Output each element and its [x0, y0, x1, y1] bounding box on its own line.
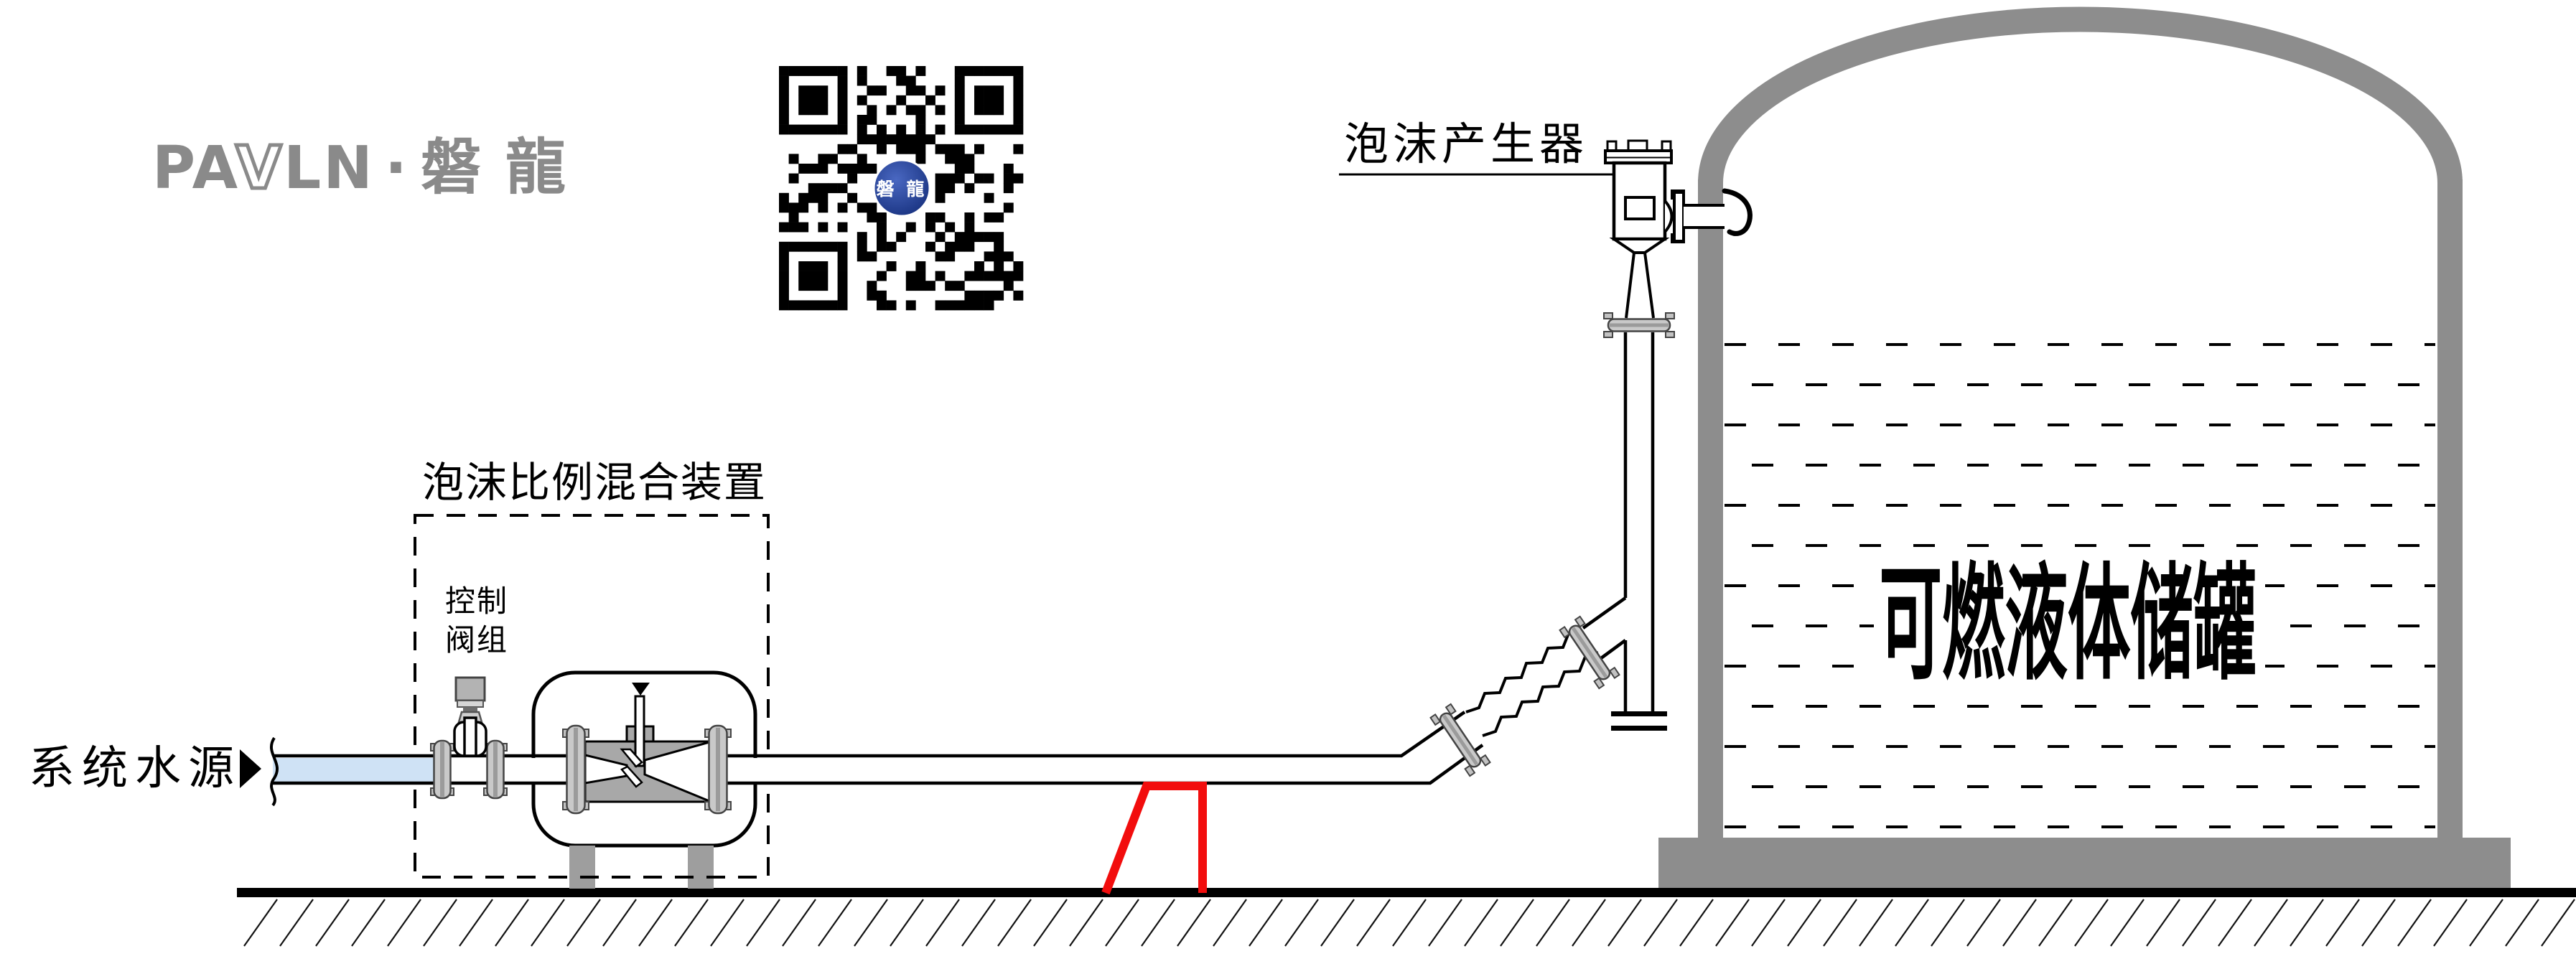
generator-outlet-head [1663, 200, 1674, 233]
ground-hatch [243, 899, 2575, 947]
generator-cap-knob [1627, 139, 1648, 152]
qr-modules [779, 66, 1024, 311]
tank-label: 可燃液体储罐 [1880, 551, 2257, 698]
pipe-interior [273, 758, 1404, 782]
inline-flange-left [431, 741, 454, 798]
vessel-flange-right [705, 726, 731, 813]
tank-dome [1698, 6, 2463, 184]
vessel-leg-left [569, 846, 595, 889]
logo-separator: · [385, 134, 409, 202]
generator-taper-pipe [1625, 252, 1655, 319]
flow-down-triangle-icon [632, 683, 650, 696]
vessel-flange-left [563, 726, 589, 813]
inline-flange-right [484, 741, 507, 798]
logo-latin-pa: PA [152, 134, 238, 202]
brand-logo: PAVLN·磐龍 [152, 132, 590, 205]
riser-flange [1604, 313, 1674, 337]
water-source-label: 系统水源 [29, 742, 241, 795]
expansion-joint [1431, 617, 1620, 776]
foam-discharge-spout [1722, 188, 1753, 236]
valve-body-slot [463, 716, 477, 757]
qr-center-badge [872, 159, 931, 217]
water-fill [273, 758, 434, 782]
deflector-vane-lower [620, 765, 643, 788]
vessel-leg-right [688, 846, 714, 889]
foam-pickup-tube [634, 695, 645, 767]
foam-generator: 泡沫产生器 [1339, 118, 1753, 337]
control-valve-group: 控制 阀组 [431, 584, 508, 798]
riser-support-bar-1 [1611, 711, 1667, 716]
generator-outlet-pipe [1684, 204, 1725, 229]
deflector-vane-upper [620, 748, 643, 768]
flow-direction-arrow-icon [240, 749, 261, 788]
riser-pipe [1623, 332, 1655, 713]
logo-text: PAVLN·磐龍 [152, 132, 590, 202]
proportioner-internals [563, 683, 731, 813]
ground [237, 888, 2576, 947]
qr-code: 磐 龍 [779, 66, 1024, 311]
ground-line [237, 888, 2576, 897]
control-valve-label-line2: 阀组 [445, 622, 508, 657]
logo-latin-v-outline: V [235, 134, 283, 202]
bellows-zigzag-upper [1465, 627, 1583, 713]
bellows-zigzag-lower [1481, 651, 1600, 737]
valve-actuator-box [454, 676, 486, 702]
foam-generator-label: 泡沫产生器 [1344, 118, 1588, 170]
tank-label-bg [1874, 556, 2265, 693]
control-valve-label-line1: 控制 [445, 584, 508, 619]
generator-outlet-flange [1673, 191, 1685, 243]
water-source: 系统水源 [29, 742, 261, 795]
generator-sight-window [1624, 196, 1656, 220]
pipe-break-squiggle [269, 736, 279, 807]
proportioner-label: 泡沫比例混合装置 [422, 458, 767, 507]
tank-wall-left [1698, 179, 1723, 846]
riser-support-bar-2 [1611, 726, 1667, 731]
proportioner-dashed-enclosure [414, 514, 770, 879]
qr-badge-text: 磐 龍 [877, 179, 928, 200]
storage-tank: 可燃液体储罐 [1658, 6, 2511, 888]
logo-latin-ln: LN [284, 134, 375, 202]
valve-stem-nub [463, 707, 477, 712]
valve-actuator-base [457, 700, 484, 708]
tank-wall-right [2437, 179, 2463, 846]
generator-funnel [1609, 238, 1670, 254]
tank-base-slab [1658, 838, 2511, 888]
fire-dike [1101, 782, 1207, 895]
logo-chinese: 磐龍 [421, 132, 590, 202]
